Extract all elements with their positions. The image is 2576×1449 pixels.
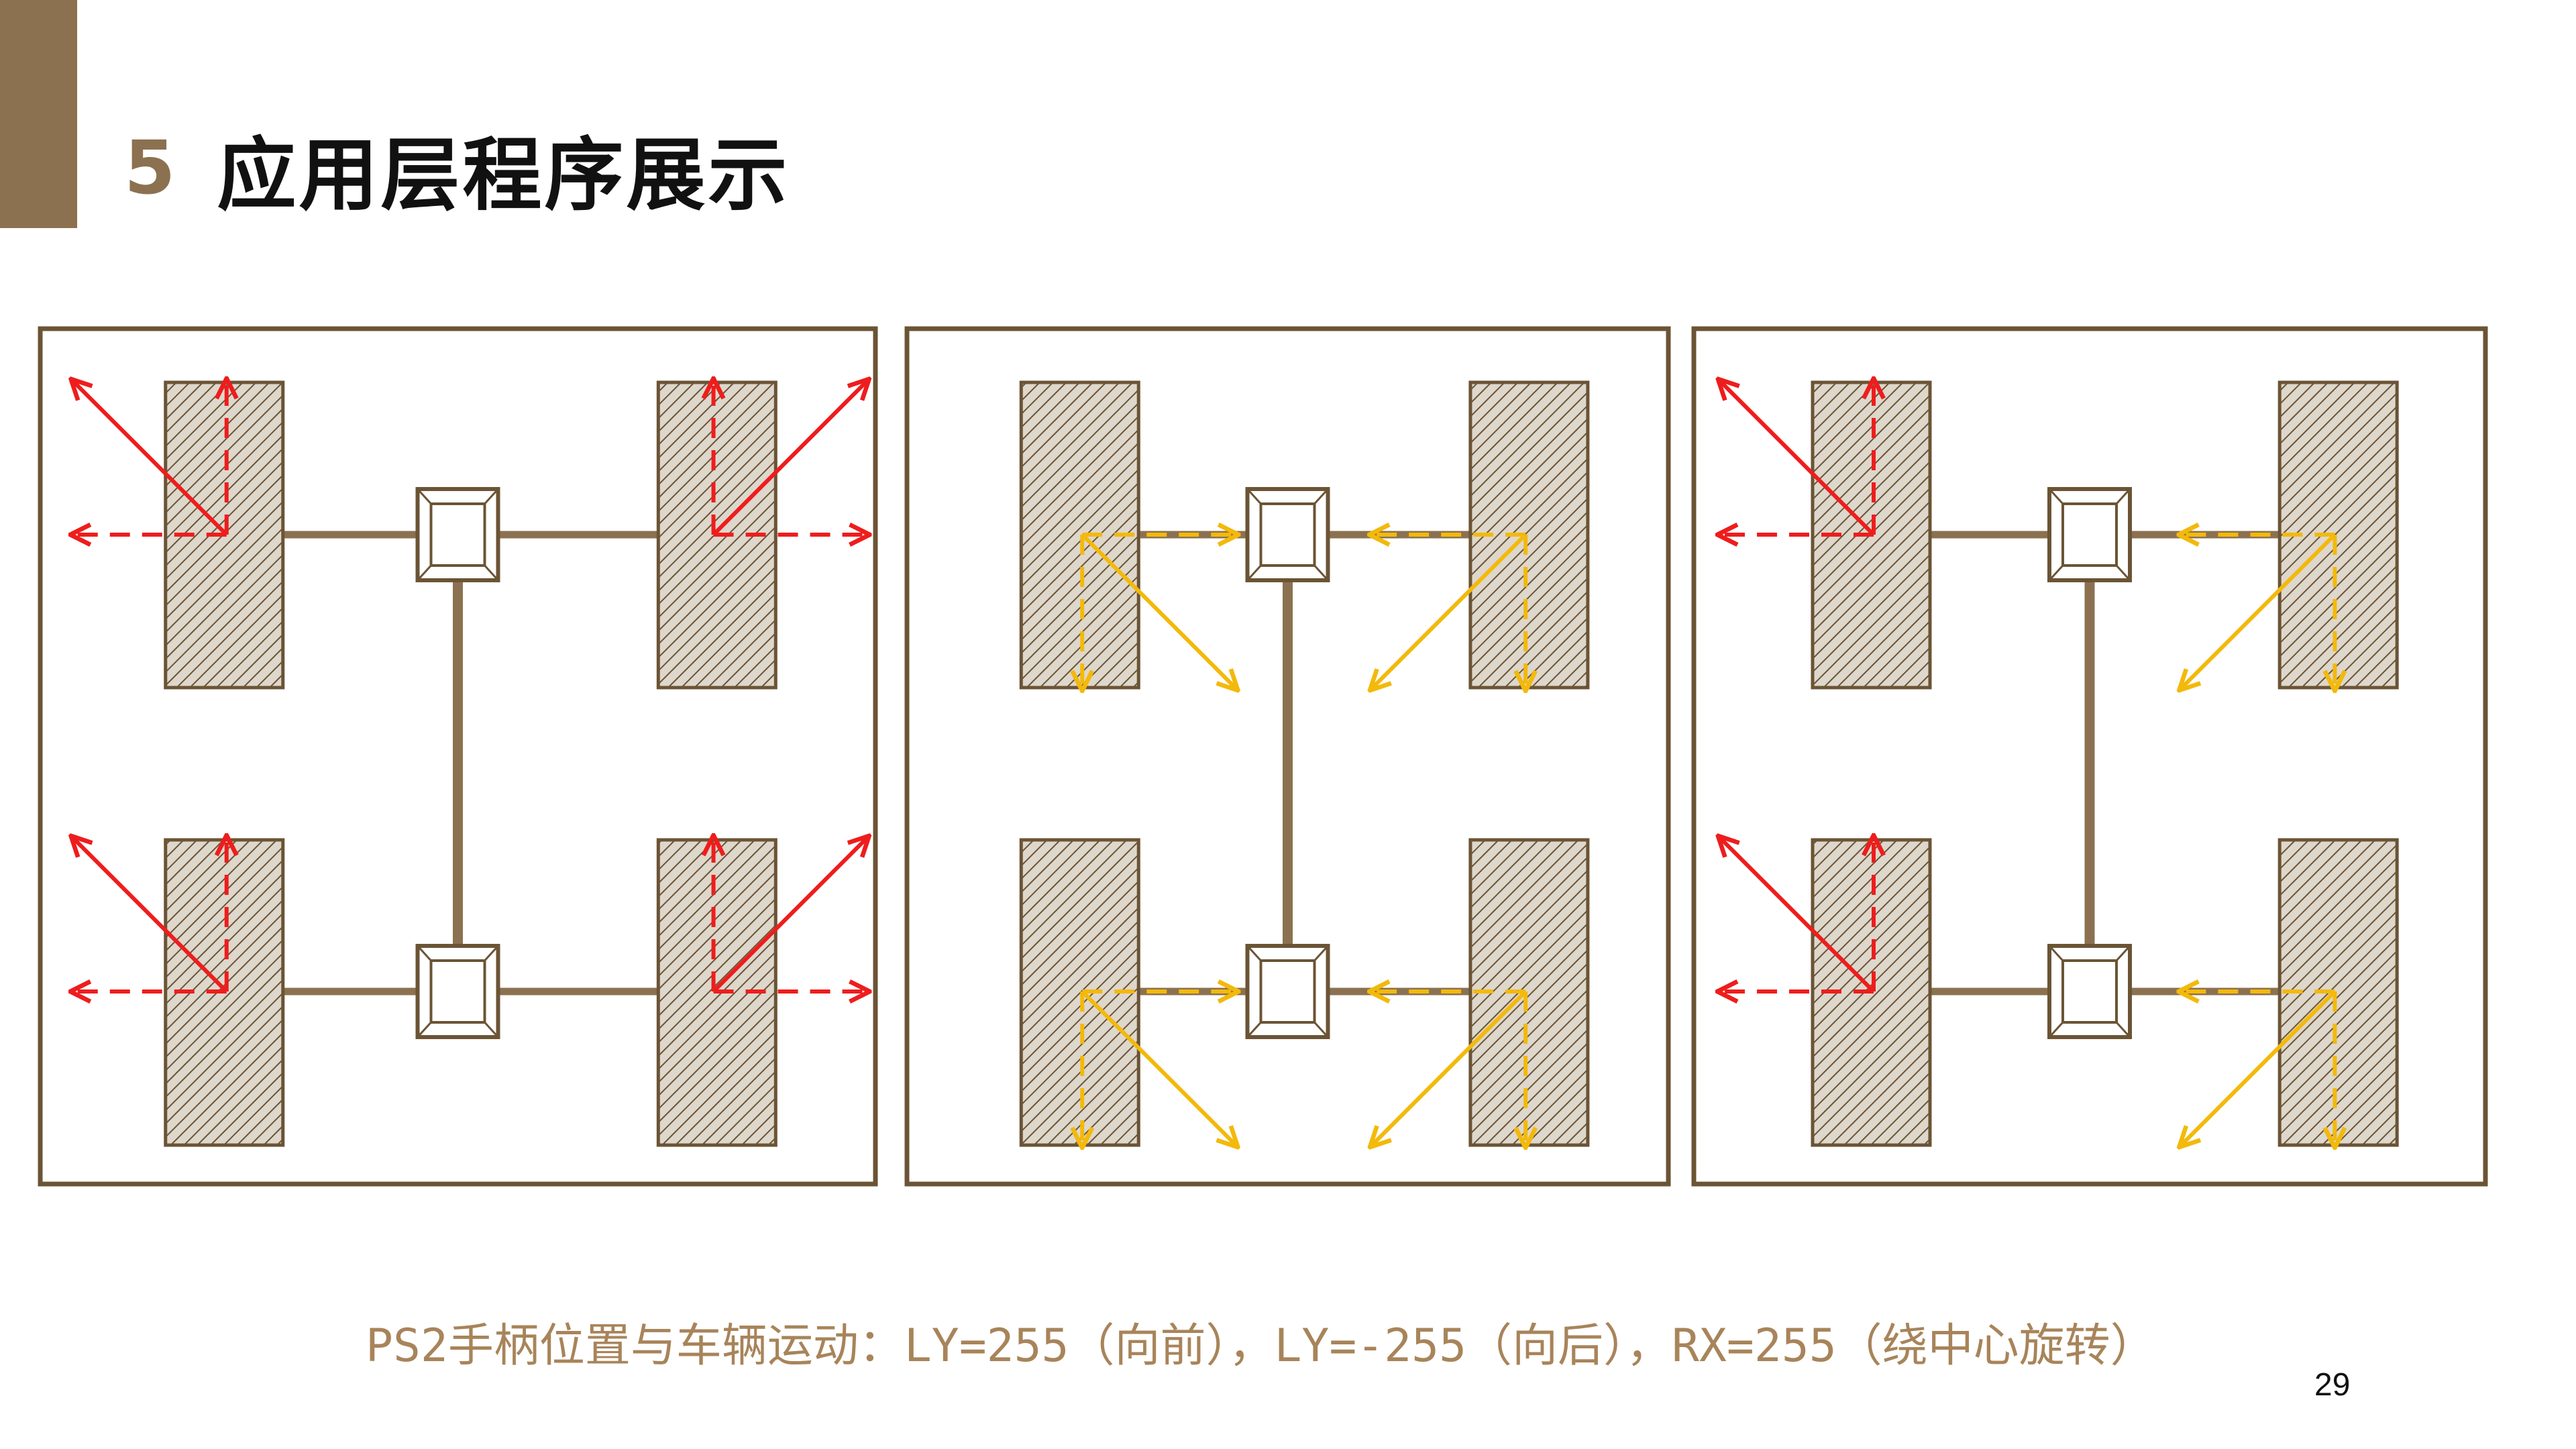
roller-arrow-front-left [1719, 380, 1876, 537]
caption: PS2手柄位置与车辆运动：LY=255（向前），LY=-255（向后），RX=2… [366, 1320, 2156, 1373]
panel-frame [904, 326, 1671, 1187]
hub-bevel [1246, 945, 1262, 962]
hub-inner [1259, 959, 1316, 1024]
corner-accent-bar [0, 0, 77, 228]
page-number: 29 [2314, 1367, 2351, 1403]
roller-arrow-rear-left [1719, 837, 1876, 994]
panel-forward [38, 326, 878, 1187]
hub-bevel [2048, 564, 2064, 582]
hub-bevel [2048, 488, 2064, 505]
hub-bevel [2048, 1021, 2064, 1038]
roller-arrow-front-right [2180, 533, 2337, 689]
hub-inner [429, 959, 486, 1024]
hub-inner [1259, 502, 1316, 567]
hub-bevel [417, 945, 432, 962]
hub-bevel [484, 564, 499, 582]
hub-bevel [417, 1021, 432, 1038]
hub-inner [429, 502, 486, 567]
hub-bevel [2115, 945, 2131, 962]
title-text: 应用层程序展示 [217, 128, 790, 221]
hub-bevel [1246, 564, 1262, 582]
hub-bevel [1313, 1021, 1329, 1038]
section-number: 5 [124, 125, 176, 211]
hub-bevel [1246, 488, 1262, 505]
hub-bevel [417, 564, 432, 582]
slide-title: 5 应用层程序展示 [124, 114, 790, 221]
panel-frame [38, 326, 878, 1187]
roller-arrow-rear-left [1081, 989, 1236, 1146]
hub-bevel [417, 488, 432, 505]
roller-arrow-front-right [1371, 533, 1527, 689]
roller-arrow-rear-left [72, 837, 228, 994]
roller-arrow-front-left [1081, 533, 1236, 689]
roller-arrow-rear-right [2180, 989, 2337, 1146]
hub-bevel [1313, 945, 1329, 962]
roller-arrow-front-right [712, 380, 868, 537]
panel-backward [904, 326, 1671, 1187]
hub-bevel [484, 945, 499, 962]
hub-bevel [2115, 564, 2131, 582]
roller-arrow-front-left [72, 380, 228, 537]
hub-inner [2061, 502, 2118, 567]
hub-bevel [1313, 488, 1329, 505]
panel-rotate [1691, 326, 2488, 1187]
hub-bevel [1246, 1021, 1262, 1038]
hub-bevel [2048, 945, 2064, 962]
roller-arrow-rear-right [1371, 989, 1527, 1146]
wheel-front-right [1468, 380, 1590, 690]
hub-bevel [2115, 488, 2131, 505]
hub-bevel [1313, 564, 1329, 582]
hub-bevel [484, 1021, 499, 1038]
hub-bevel [484, 488, 499, 505]
panel-frame [1691, 326, 2488, 1187]
hub-inner [2061, 959, 2118, 1024]
roller-arrow-rear-right [712, 837, 868, 994]
hub-bevel [2115, 1021, 2131, 1038]
